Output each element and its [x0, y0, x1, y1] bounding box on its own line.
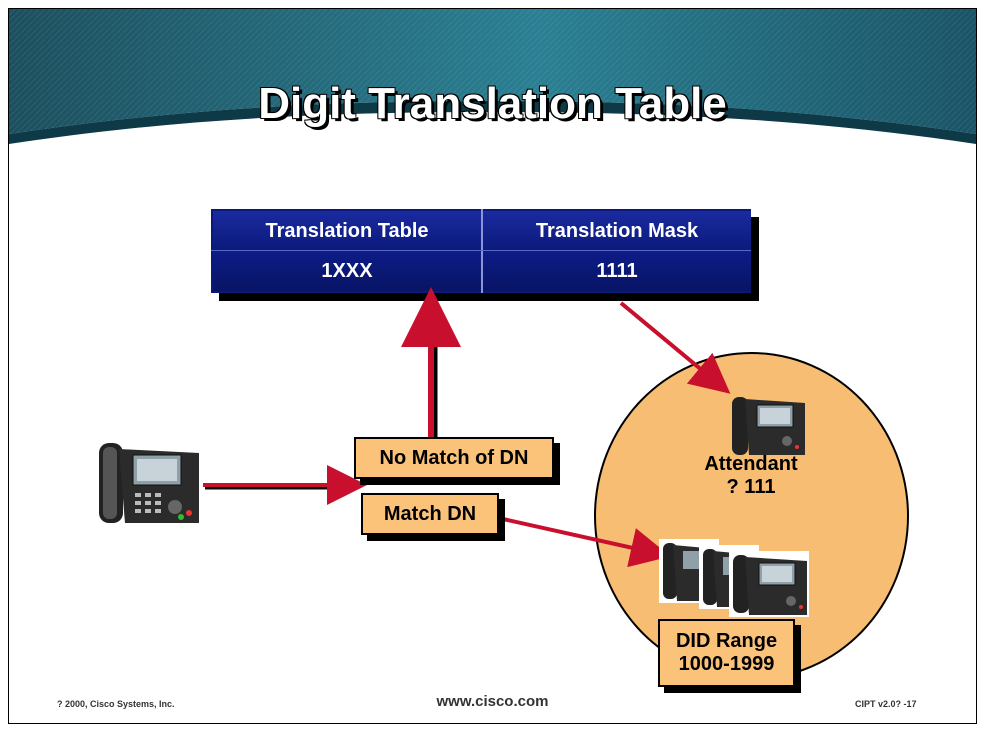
did-range-label: DID Range: [675, 630, 778, 652]
did-range-box: DID Range 1000-1999: [658, 619, 795, 687]
ip-phone-icon: [99, 443, 199, 523]
copyright-text: ? 2000, Cisco Systems, Inc.: [57, 699, 175, 709]
slide-title: Digit Translation Table: [258, 79, 727, 128]
website-text: www.cisco.com: [436, 693, 549, 710]
course-page-text: CIPT v2.0? -17: [855, 699, 917, 709]
slide: Digit Translation Table Translation Tabl…: [8, 8, 977, 724]
translation-table: Translation Table Translation Mask 1XXX …: [211, 209, 751, 293]
no-match-label: No Match of DN: [379, 446, 529, 469]
arrow-match-to-did: [502, 517, 671, 568]
table-divider-horizontal: [211, 250, 751, 251]
ip-phone-icon: [729, 551, 809, 617]
arrows-layer: [203, 287, 731, 568]
title-banner: [9, 9, 976, 144]
table-value-translation-table: 1XXX: [213, 251, 481, 291]
attendant-name: Attendant: [704, 453, 798, 475]
no-match-label-box: No Match of DN: [354, 437, 554, 479]
ip-phone-icon: [732, 397, 805, 455]
table-header-translation-table: Translation Table: [213, 211, 481, 251]
match-label-box: Match DN: [361, 493, 499, 535]
arrow-up-to-table: [401, 287, 461, 439]
attendant-label: Attendant ? 111: [681, 453, 821, 499]
attendant-number: ? 111: [726, 476, 776, 498]
table-divider-vertical: [481, 209, 483, 293]
did-range-value: 1000-1999: [678, 653, 775, 675]
table-header-translation-mask: Translation Mask: [483, 211, 751, 251]
table-value-translation-mask: 1111: [483, 251, 751, 291]
arrow-phone-to-labels: [203, 465, 367, 505]
match-label: Match DN: [383, 502, 477, 525]
arrow-mask-to-attendant: [619, 301, 731, 394]
